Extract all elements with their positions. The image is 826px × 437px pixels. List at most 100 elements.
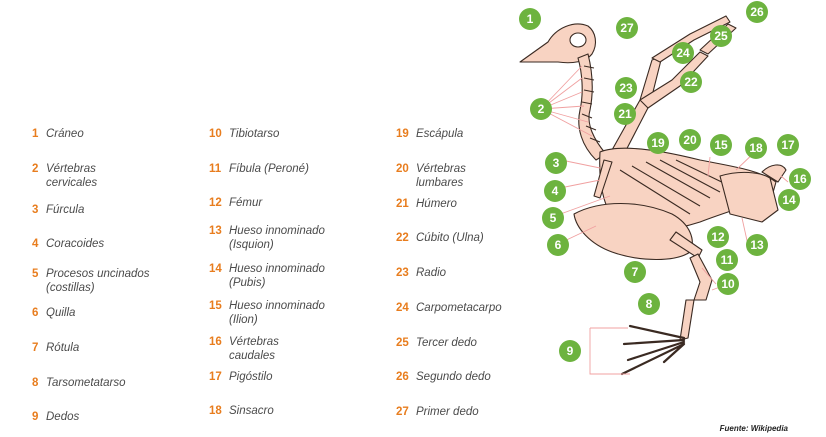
legend-number: 16 bbox=[209, 336, 222, 348]
legend-label: Cráneo bbox=[46, 128, 84, 140]
marker-5: 5 bbox=[542, 207, 564, 229]
marker-17: 17 bbox=[777, 134, 799, 156]
legend-item-4: 4 Coracoides bbox=[32, 237, 104, 251]
marker-3: 3 bbox=[545, 152, 567, 174]
marker-12: 12 bbox=[707, 226, 729, 248]
marker-label: 22 bbox=[684, 75, 698, 89]
legend-item-23: 23 Radio bbox=[396, 266, 446, 280]
legend-number: 4 bbox=[32, 238, 39, 250]
legend-number: 10 bbox=[209, 128, 222, 140]
marker-11: 11 bbox=[716, 249, 738, 271]
marker-label: 26 bbox=[750, 5, 764, 19]
legend-item-24: 24 Carpometacarpo bbox=[396, 301, 502, 315]
legend-item-14: 14 Hueso innominado(Pubis) bbox=[209, 262, 325, 290]
marker-27: 27 bbox=[616, 17, 638, 39]
legend-label: Hueso innominado(Ilion) bbox=[229, 300, 325, 326]
marker-label: 27 bbox=[620, 21, 634, 35]
pelvis bbox=[719, 171, 779, 223]
marker-23: 23 bbox=[615, 77, 637, 99]
legend-number: 18 bbox=[209, 405, 222, 417]
legend-number: 11 bbox=[209, 163, 222, 175]
legend-item-6: 6 Quilla bbox=[32, 306, 75, 320]
marker-label: 21 bbox=[618, 107, 632, 121]
legend-number: 2 bbox=[32, 163, 39, 175]
legend-item-22: 22 Cúbito (Ulna) bbox=[396, 231, 484, 245]
marker-label: 5 bbox=[550, 211, 557, 225]
legend-number: 6 bbox=[32, 307, 39, 319]
legend-label: Sinsacro bbox=[229, 405, 274, 417]
marker-label: 18 bbox=[749, 141, 763, 155]
legend-item-11: 11 Fíbula (Peroné) bbox=[209, 162, 309, 176]
tibiotarsus bbox=[689, 253, 713, 301]
legend-number: 21 bbox=[396, 198, 409, 210]
marker-13: 13 bbox=[746, 234, 768, 256]
legend-number: 5 bbox=[32, 268, 39, 280]
marker-label: 15 bbox=[714, 138, 728, 152]
marker-24: 24 bbox=[672, 42, 694, 64]
legend-number: 24 bbox=[396, 302, 409, 314]
legend-label: Fíbula (Peroné) bbox=[229, 163, 309, 175]
marker-label: 19 bbox=[651, 136, 665, 150]
legend-label: Dedos bbox=[46, 411, 80, 423]
legend-label: Fúrcula bbox=[46, 204, 85, 216]
legend-label: Hueso innominado(Pubis) bbox=[229, 263, 325, 289]
legend-label: Escápula bbox=[416, 128, 464, 140]
legend-item-8: 8 Tarsometatarso bbox=[32, 376, 125, 390]
legend-label: Primer dedo bbox=[416, 406, 479, 418]
marker-label: 6 bbox=[555, 238, 562, 252]
marker-18: 18 bbox=[745, 137, 767, 159]
legend-label: Tarsometatarso bbox=[46, 377, 126, 389]
legend-label: Rótula bbox=[46, 342, 80, 354]
legend-number: 1 bbox=[32, 128, 39, 140]
marker-label: 20 bbox=[683, 133, 697, 147]
marker-25: 25 bbox=[710, 25, 732, 47]
cervical-vertebrae bbox=[577, 53, 607, 161]
marker-9: 9 bbox=[559, 340, 581, 362]
marker-10: 10 bbox=[717, 273, 739, 295]
legend-item-12: 12 Fémur bbox=[209, 196, 262, 210]
marker-4: 4 bbox=[544, 180, 566, 202]
marker-label: 16 bbox=[793, 172, 807, 186]
skeleton-illustration bbox=[519, 15, 787, 376]
marker-1: 1 bbox=[519, 8, 541, 30]
legend-item-26: 26 Segundo dedo bbox=[396, 370, 491, 384]
legend-label: Fémur bbox=[229, 197, 263, 209]
marker-14: 14 bbox=[778, 189, 800, 211]
marker-label: 13 bbox=[750, 238, 764, 252]
legend-label: Procesos uncinados(costillas) bbox=[46, 268, 150, 294]
tarsometatarsus bbox=[679, 299, 695, 341]
legend-item-3: 3 Fúrcula bbox=[32, 203, 84, 217]
legend-number: 23 bbox=[396, 267, 409, 279]
legend-number: 20 bbox=[396, 163, 409, 175]
legend-number: 25 bbox=[396, 337, 409, 349]
marker-label: 10 bbox=[721, 277, 735, 291]
legend-item-13: 13 Hueso innominado(Isquion) bbox=[209, 224, 325, 252]
marker-8: 8 bbox=[638, 293, 660, 315]
marker-20: 20 bbox=[679, 129, 701, 151]
legend-item-18: 18 Sinsacro bbox=[209, 404, 274, 418]
marker-7: 7 bbox=[624, 261, 646, 283]
marker-label: 11 bbox=[721, 253, 734, 267]
legend-label: Coracoides bbox=[46, 238, 105, 250]
marker-label: 3 bbox=[553, 156, 560, 170]
marker-22: 22 bbox=[680, 71, 702, 93]
legend-label: Hueso innominado(Isquion) bbox=[229, 225, 325, 251]
toes bbox=[620, 324, 686, 376]
legend-label: Tibiotarso bbox=[229, 128, 280, 140]
legend-number: 7 bbox=[32, 342, 39, 354]
marker-label: 23 bbox=[619, 81, 633, 95]
legend-label: Húmero bbox=[416, 198, 457, 210]
legend-label: Cúbito (Ulna) bbox=[416, 232, 484, 244]
marker-21: 21 bbox=[614, 103, 636, 125]
marker-19: 19 bbox=[647, 132, 669, 154]
legend-number: 19 bbox=[396, 128, 409, 140]
legend-label: Carpometacarpo bbox=[416, 302, 502, 314]
source-credit: Fuente: Wikipedia bbox=[719, 424, 788, 433]
legend-number: 26 bbox=[396, 371, 409, 383]
marker-16: 16 bbox=[789, 168, 811, 190]
legend-label: Quilla bbox=[46, 307, 76, 319]
marker-label: 9 bbox=[567, 344, 574, 358]
